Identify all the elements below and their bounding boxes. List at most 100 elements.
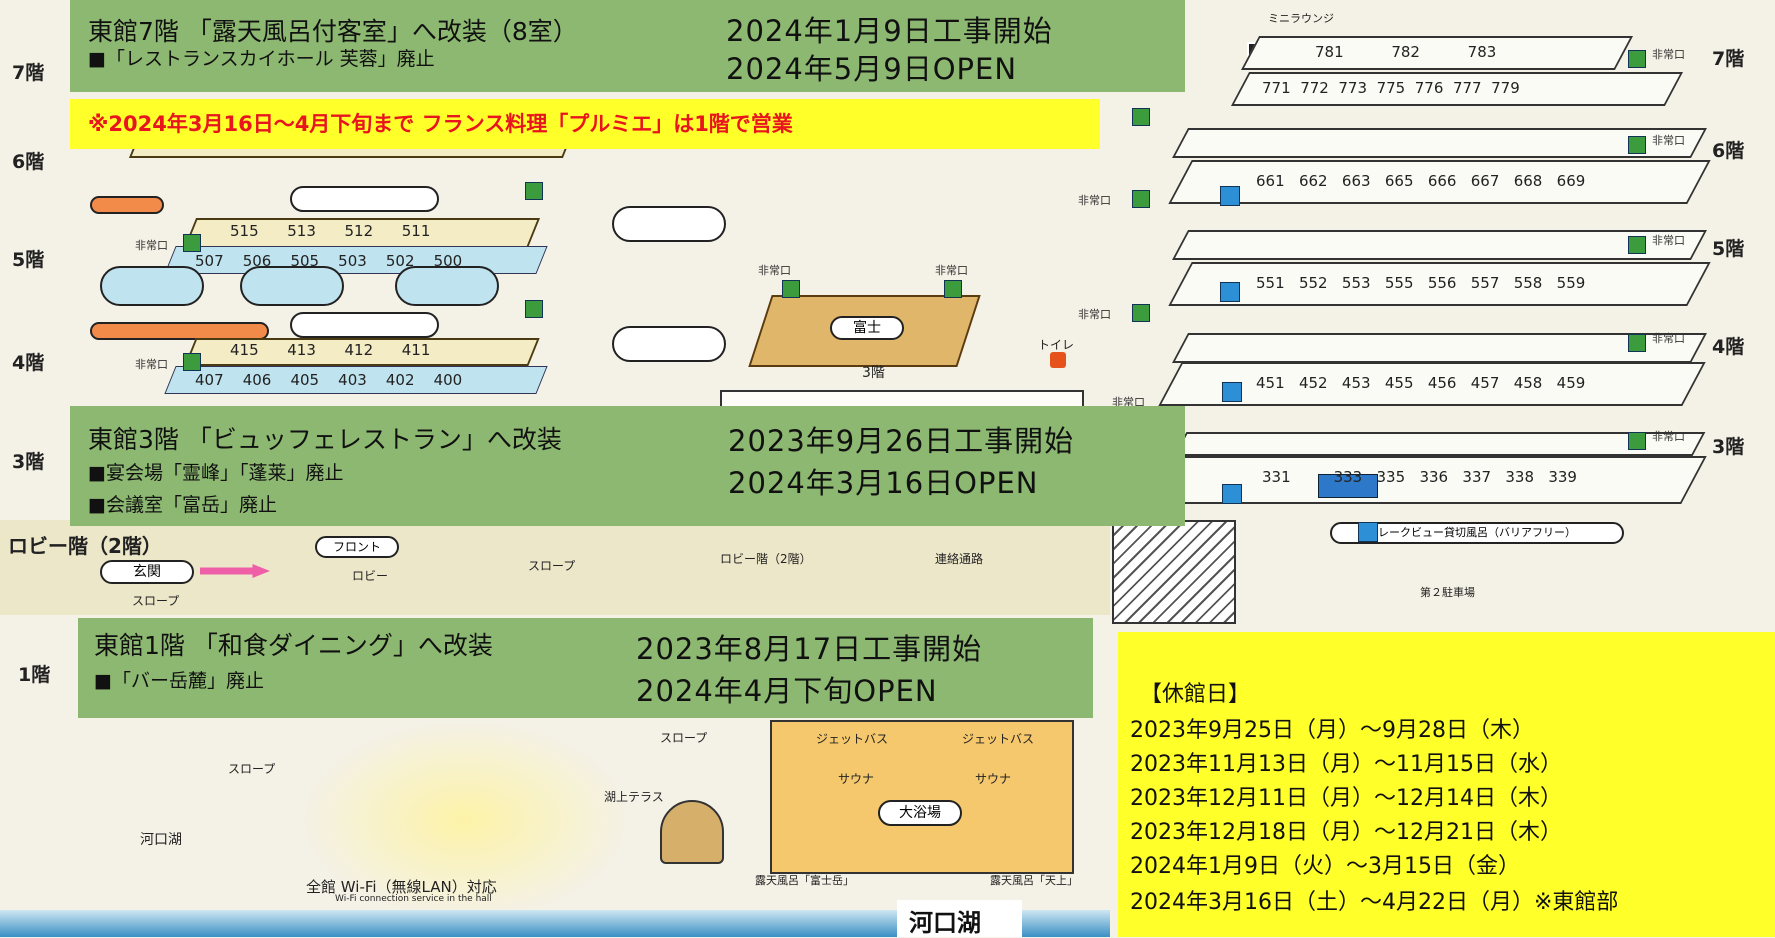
closed-days-item: 2024年1月9日（火）～3月15日（金） [1130,854,1520,879]
floor-label-6: 6階 [12,151,45,173]
floor-label-7: 7階 [12,62,45,84]
rotenburo-label-2: 露天風呂「天上」 [990,874,1078,887]
east-rooms-3: 331 333 335 336 337 338 339 [1262,468,1577,486]
east-floor-label-6: 6階 [1712,140,1745,162]
corner-room-badge-6 [90,196,164,214]
connecting-corridor-label: 連絡通路 [935,552,984,566]
slope-label-left: スロープ [132,594,180,608]
exit-icon-fuji-left [782,280,800,298]
east-floor-4 [1172,333,1707,363]
lake-view-bath-block [1318,474,1378,498]
closed-days-title: 【休館日】 [1140,682,1251,707]
banner-7f: 東館7階 「露天風呂付客室」へ改装（8室） ■「レストランスカイホール 芙蓉」廃… [70,0,1185,92]
accessible-icon-5 [1220,282,1240,302]
room-badge-5-right [395,266,499,306]
floor-label-1: 1階 [18,664,51,686]
lake-terrace-label: 湖上テラス [604,790,664,804]
exit-label-e6: 非常口 [1652,134,1685,147]
closed-days-item: 2023年9月25日（月）～9月28日（木） [1130,718,1534,743]
rotenburo-label-1: 露天風呂「富士岳」 [755,874,854,887]
wifi-label: 全館 Wi-Fi（無線LAN）対応 [306,878,497,896]
fuji-hall-label: 富士 [830,316,904,340]
suite-badge-4 [612,326,726,362]
exit-label-e-left-5: 非常口 [1078,194,1111,207]
banner-3f-subtitle1: ■宴会場「霊峰」「蓬莱」廃止 [88,462,344,484]
east-floor-label-3: 3階 [1712,436,1745,458]
exit-icon-e-left-4 [1132,304,1150,322]
banner-3f-start: 2023年9月26日工事開始 [728,424,1075,458]
gazebo-icon [660,800,724,864]
banner-7f-title: 東館7階 「露天風呂付客室」へ改装（8室） [88,17,578,46]
lake-map-label: 河口湖 [140,832,182,848]
east-floor-6 [1172,128,1707,158]
east-rooms-7a: 781 782 783 [1315,43,1497,61]
exit-label-e3: 非常口 [1652,430,1685,443]
banner-3f-open: 2024年3月16日OPEN [728,466,1039,500]
entrance-arrow-icon [200,564,270,578]
exit-icon-e-left-6 [1132,108,1150,126]
slope-label-1f-b: スロープ [660,731,708,745]
lakeside-glow [300,720,630,920]
bath-building [770,720,1074,874]
exit-icon-fuji-right [944,280,962,298]
standard-room-badge-4 [290,312,439,338]
grand-bath-label: 大浴場 [878,800,962,826]
east-rooms-4: 451 452 453 455 456 457 458 459 [1256,374,1586,392]
exit-label-e7: 非常口 [1652,48,1685,61]
closed-days-item: 2023年12月11日（月）～12月14日（木） [1130,786,1562,811]
closed-days-item: 2023年11月13日（月）～11月15日（水） [1130,752,1562,777]
west-rooms-5b: 507 506 505 503 502 500 [195,252,463,270]
exit-label-w4: 非常口 [135,358,168,371]
east-floor-label-7: 7階 [1712,48,1745,70]
west-rooms-4a: 415 413 412 411 [230,341,431,359]
floor-label-4: 4階 [12,352,45,374]
exit-label-e5: 非常口 [1652,234,1685,247]
exit-icon-e-left-5 [1132,190,1150,208]
closed-days-panel: 【休館日】 2023年9月25日（月）～9月28日（木） 2023年11月13日… [1118,632,1775,937]
east-rooms-7b: 771 772 773 775 776 777 779 [1262,79,1520,97]
lobby-floor-label: ロビー階（2階） [8,534,162,558]
slope-label-lobby: スロープ [528,559,576,573]
banner-7f-start: 2024年1月9日工事開始 [726,14,1053,48]
east-floor-label-5: 5階 [1712,238,1745,260]
corner-room-badge-4 [90,322,269,340]
slope-label-1f: スロープ [228,762,276,776]
room-badge-5-mid [240,266,344,306]
east-rooms-5: 551 552 553 555 556 557 558 559 [1256,274,1586,292]
front-desk-label: フロント [315,536,399,558]
stairs-east [1112,520,1236,624]
east-floor-3 [1173,432,1706,456]
accessible-icon-3 [1222,484,1242,504]
east-floor-5 [1172,230,1707,260]
sauna-label-left: サウナ [838,772,875,786]
floor-label-3: 3階 [12,451,45,473]
banner-1f-open: 2024年4月下旬OPEN [636,674,938,708]
banner-3f-title: 東館3階 「ビュッフェレストラン」へ改装 [88,425,562,454]
east-floor-label-4: 4階 [1712,336,1745,358]
entrance-label: 玄関 [100,560,194,584]
floor-label-5: 5階 [12,249,45,271]
accessible-icon-6 [1220,186,1240,206]
exit-icon-e7 [1628,50,1646,68]
exit-label-fuji-left: 非常口 [758,264,791,277]
west-rooms-5a: 515 513 512 511 [230,222,431,240]
lobby-map-label: ロビー [352,569,389,583]
room-badge-5-left [100,266,204,306]
exit-label-e-left-3: 非常口 [1112,396,1145,409]
exit-label-e4: 非常口 [1652,332,1685,345]
toilet-label: トイレ [1038,338,1075,352]
accessible-icon-4 [1222,382,1242,402]
exit-icon-e6 [1628,136,1646,154]
banner-3f-subtitle2: ■会議室「富岳」廃止 [88,494,277,516]
banner-7f-open: 2024年5月9日OPEN [726,52,1018,86]
barrier-free-icon [1358,522,1378,542]
lake-bottom-box [897,900,1022,937]
exit-icon-w5 [183,234,201,252]
lake-bottom-label: 河口湖 [909,909,981,937]
exit-label-fuji-right: 非常口 [935,264,968,277]
exit-icon-e5 [1628,236,1646,254]
toilet-icon [1050,352,1066,368]
wifi-sublabel: Wi-Fi connection service in the hall [335,894,492,904]
exit-label-e-left-4: 非常口 [1078,308,1111,321]
suite-badge-5 [612,206,726,242]
